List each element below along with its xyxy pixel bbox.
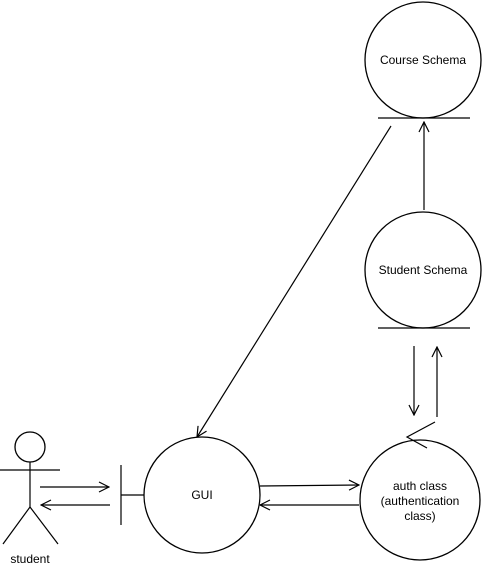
auth-class-circle [359, 439, 481, 561]
auth-class-control[interactable]: auth class (authentication class) [359, 421, 481, 561]
gui-label: GUI [191, 488, 212, 502]
course-schema-entity[interactable]: Course Schema [364, 1, 482, 119]
student-actor-right-leg [29, 506, 59, 545]
gui-boundary[interactable]: GUI [120, 436, 261, 554]
course-schema-to-gui-arrow [197, 125, 392, 437]
gui-to-auth-class-arrow [259, 485, 359, 486]
student-schema-entity[interactable]: Student Schema [364, 211, 482, 329]
auth-class-label-line-2: (authentication [381, 494, 460, 508]
student-actor-left-leg [2, 506, 31, 545]
auth-class-control-arrowhead [405, 421, 436, 449]
auth-class-label-line-1: auth class [393, 479, 447, 493]
course-schema-label: Course Schema [380, 53, 466, 67]
student-actor[interactable]: student [0, 431, 60, 566]
auth-class-label-line-3: class) [404, 509, 435, 523]
student-schema-label: Student Schema [379, 263, 468, 277]
student-actor-head [14, 431, 46, 463]
student-actor-label: student [10, 552, 50, 566]
